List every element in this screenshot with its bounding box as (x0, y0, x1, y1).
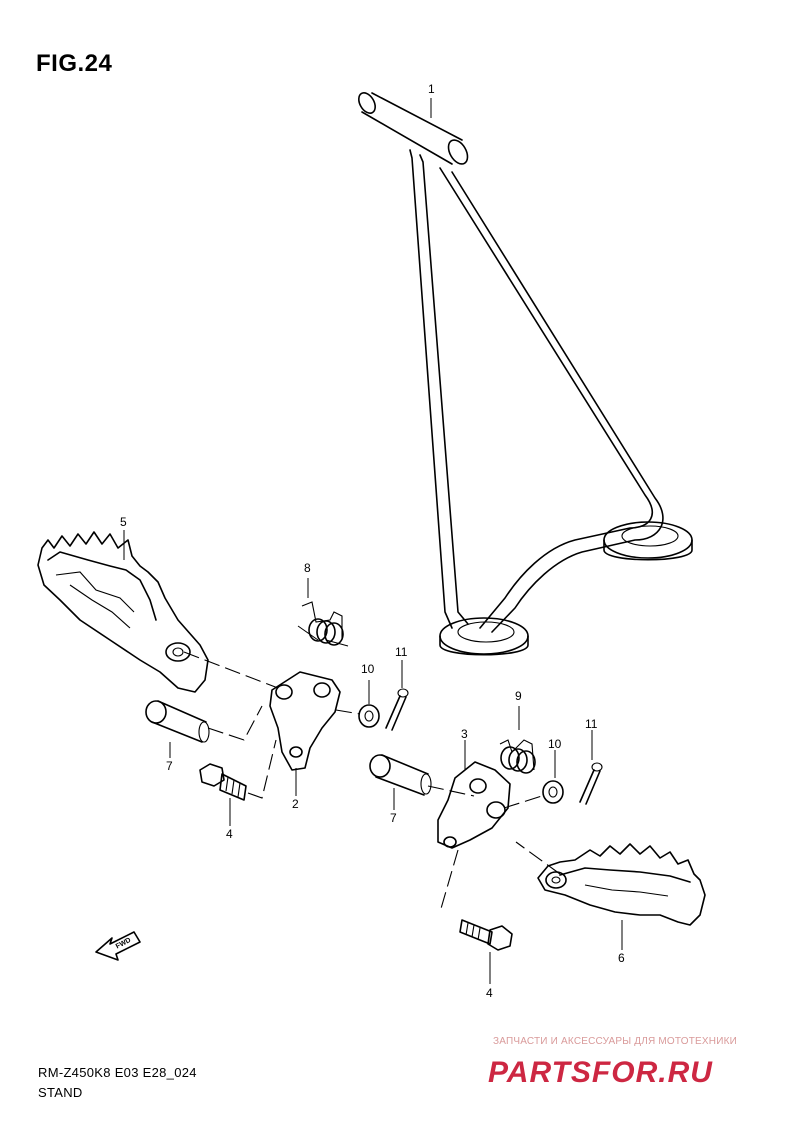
callout-11-left: 11 (395, 645, 408, 659)
callout-numbers: 1 2 3 4 4 5 6 7 7 8 9 10 10 11 11 (120, 82, 625, 1000)
watermark-tagline: ЗАПЧАСТИ И АКСЕССУАРЫ ДЛЯ МОТОТЕХНИКИ (493, 1036, 738, 1047)
spring-part-9 (499, 739, 536, 774)
fwd-arrow-icon: FWD (95, 931, 141, 961)
washer-part-10-left (358, 704, 380, 728)
stand-part-1 (358, 92, 693, 656)
model-code: RM-Z450K8 E03 E28_024 (38, 1065, 197, 1080)
callout-10-left: 10 (361, 662, 375, 676)
footrest-right-part-6 (537, 843, 706, 926)
figure-title: FIG.24 (36, 50, 113, 77)
cotter-pin-part-11-left (385, 688, 409, 731)
cotter-pin-part-11-right (579, 762, 603, 805)
callout-7-right: 7 (390, 811, 397, 825)
bracket-right-part-3 (437, 761, 511, 849)
pin-right-part-7 (369, 754, 432, 796)
bracket-left-part-2 (269, 671, 341, 771)
section-name: STAND (38, 1085, 83, 1100)
callout-1: 1 (428, 82, 435, 96)
footrest-left-part-5 (37, 531, 209, 693)
callout-9: 9 (515, 689, 522, 703)
callout-7-left: 7 (166, 759, 173, 773)
callout-3: 3 (461, 727, 468, 741)
bolt-left-part-4 (199, 763, 247, 801)
callout-4-right: 4 (486, 986, 493, 1000)
callout-6: 6 (618, 951, 625, 965)
callout-5: 5 (120, 515, 127, 529)
assembly-lines (183, 651, 561, 913)
washer-part-10-right (542, 780, 564, 804)
watermark-logo: PARTSFOR.RU (488, 1056, 713, 1089)
leader-lines (123, 98, 623, 984)
spring-part-8 (301, 601, 344, 646)
fwd-label: FWD (115, 937, 132, 951)
callout-10-right: 10 (548, 737, 562, 751)
callout-4-left: 4 (226, 827, 233, 841)
callout-8: 8 (304, 561, 311, 575)
bolt-right-part-4 (459, 919, 513, 951)
pin-left-part-7 (145, 700, 210, 743)
watermark-logo-text: PARTSFOR.RU (488, 1056, 713, 1089)
callout-11-right: 11 (585, 717, 598, 731)
callout-2: 2 (292, 797, 299, 811)
